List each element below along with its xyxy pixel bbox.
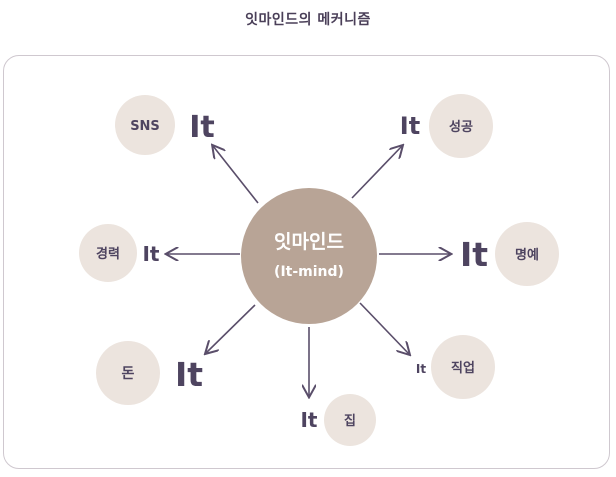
node-circle-house: [324, 394, 376, 446]
node-label-honor: 명예: [515, 247, 539, 263]
center-circle: [241, 188, 377, 324]
it-label-career: It: [142, 242, 159, 266]
node-circle-job: [431, 335, 495, 399]
arrow-to-money: [206, 304, 256, 353]
node-label-house: 집: [344, 414, 356, 429]
node-circle-honor: [495, 222, 559, 286]
it-label-money: It: [175, 355, 203, 394]
node-label-sns: SNS: [130, 119, 160, 134]
node-circle-success: [429, 94, 493, 158]
it-label-honor: It: [460, 235, 488, 274]
arrow-to-job: [359, 302, 409, 354]
it-label-sns: It: [189, 110, 215, 145]
node-label-success: 성공: [449, 120, 473, 135]
center-subtitle: (It-mind): [274, 264, 344, 280]
it-label-house: It: [300, 408, 317, 432]
it-label-success: It: [400, 112, 420, 140]
center-title: 잇마인드: [274, 231, 344, 253]
arrow-to-success: [351, 146, 402, 199]
node-circle-career: [79, 224, 137, 282]
it-label-job: It: [416, 362, 426, 376]
page-title: 잇마인드의 메커니즘: [245, 12, 371, 28]
node-label-money: 돈: [122, 366, 135, 382]
node-label-career: 경력: [96, 246, 120, 262]
node-circle-sns: [115, 95, 175, 155]
node-circle-money: [96, 341, 160, 405]
node-label-job: 직업: [451, 360, 475, 376]
arrow-to-sns: [213, 146, 259, 204]
